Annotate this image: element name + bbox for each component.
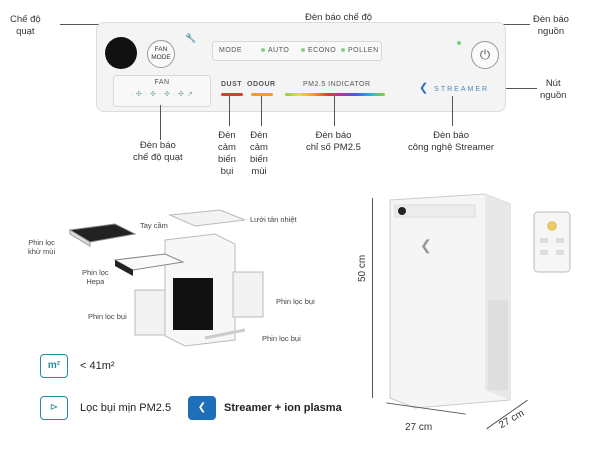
grille-part [168,209,246,227]
label-streamer-indicator: Đèn báo công nghệ Streamer [408,130,495,153]
wrench-icon: 🔧 [185,33,197,43]
product-image: ❮ [389,193,511,409]
dust-filter-bottom [204,328,246,340]
power-button[interactable]: ⏻ [471,41,499,69]
odour-led [251,93,273,96]
label-fan-mode: Chế độ quạt [10,14,41,37]
mode-indicator-box: MODE AUTO ECONO POLLEN [212,41,382,61]
unit-cavity [173,278,213,330]
power-led [457,41,461,45]
odour-label: ODOUR [247,81,276,88]
streamer-icon: ❮ [188,396,216,420]
dust-label: DUST [221,81,243,88]
part-grille: Lưới tản nhiệt [250,215,297,224]
part-hepa: Phin lọc Hepa [82,268,109,286]
dimension-width: 27 cm [405,422,433,433]
label-pm-indicator: Đèn báo chỉ số PM2.5 [306,130,361,153]
part-handle: Tay cầm [140,221,168,230]
part-dust-filter-2: Phin lọc bụi [276,297,315,306]
streamer-logo-icon: ❮ [419,82,431,94]
mode-auto: AUTO [268,47,290,54]
streamer-label: ❮ STREAMER [419,82,490,94]
mode-label: MODE [219,47,242,54]
dimension-height: 50 cm [357,254,368,282]
pm-filter-icon: ⊳ [40,396,68,420]
dust-filter-right [232,271,264,318]
label-dust-sensor: Đèn cảm biến bụi [218,130,236,177]
dust-filter-left [134,289,166,336]
streamer-feature-text: Streamer + ion plasma [224,402,342,414]
dust-led [221,93,243,96]
area-value: < 41m² [80,360,115,372]
part-dust-filter-3: Phin lọc bụi [262,334,301,343]
area-icon: m² [40,354,68,378]
label-odour-sensor: Đèn cảm biến mùi [250,130,268,177]
label-power-button: Nút nguồn [540,78,567,101]
remote-image [533,211,571,273]
hepa-part [113,253,185,271]
mode-econo: ECONO [308,47,337,54]
fan-label: FAN [154,79,170,86]
part-deodorizer: Phin lọc khử mùi [28,238,56,256]
mode-pollen: POLLEN [348,47,379,54]
pm-indicator-bar [285,93,385,96]
logo-icon: ❮ [420,237,432,254]
exploded-diagram [68,209,264,347]
pm-indicator-label: PM2.5 INDICATOR [303,81,371,88]
control-panel: FAN MODE 🔧 MODE AUTO ECONO POLLEN ⏻ FAN … [96,22,506,112]
label-mode-indicator: Đèn báo chế độ [305,12,373,23]
part-dust-filter-1: Phin lọc bụi [88,312,127,321]
label-power-indicator: Đèn báo nguồn [533,14,569,37]
fan-mode-button[interactable]: FAN MODE [147,40,175,68]
pm-feature-text: Lọc bụi mịn PM2.5 [80,402,172,414]
label-fan-mode-indicator: Đèn báo chế độ quạt [133,140,183,163]
sensor-window [105,37,137,69]
fan-indicator-box: FAN · ✣ · ✣ · ✣ · ✣ ↗ [113,75,211,107]
